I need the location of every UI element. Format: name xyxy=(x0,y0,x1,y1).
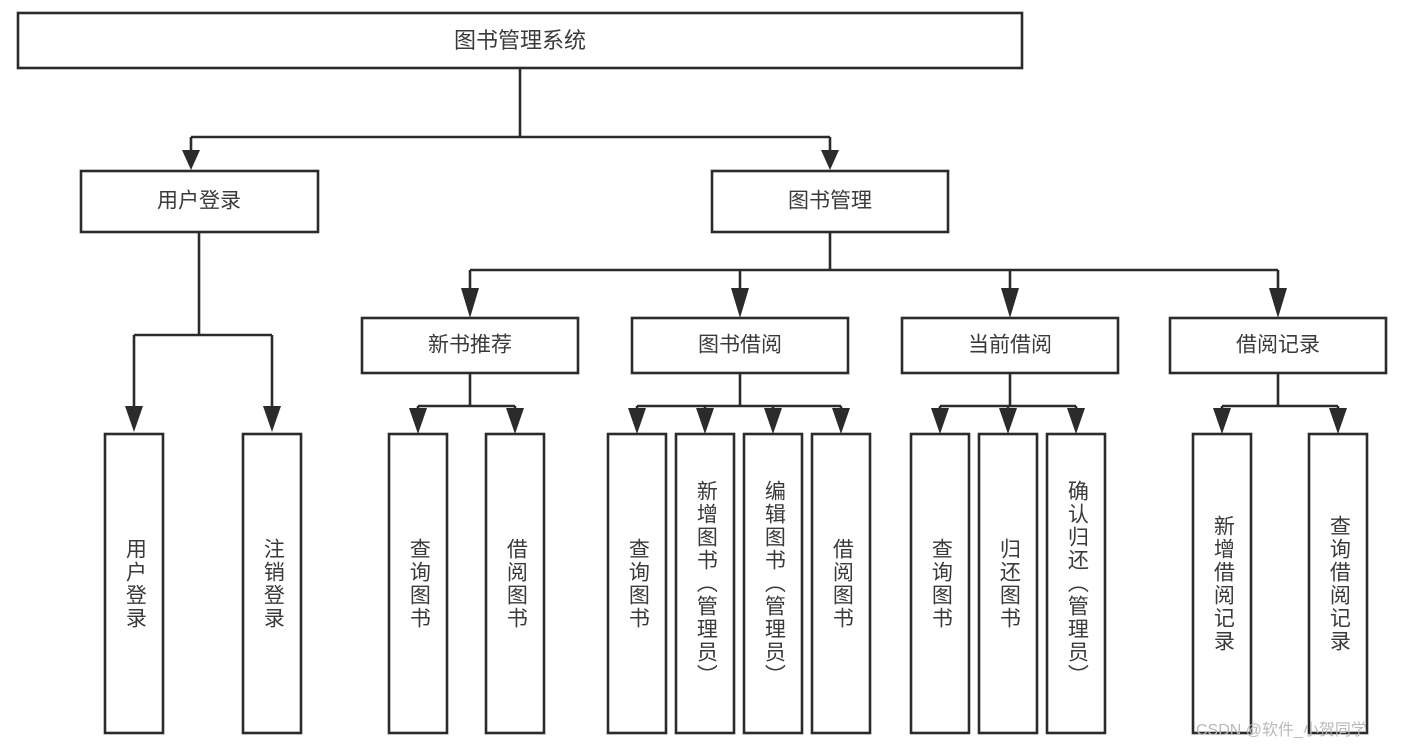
current-borrow-box-rect xyxy=(900,316,1120,375)
arrow-leaf-confirm-return xyxy=(1067,408,1085,434)
node-user-login[interactable]: 用户登录 xyxy=(79,169,320,234)
leaf-box-query-book-1[interactable] xyxy=(387,432,449,735)
node-root[interactable]: 图书管理系统 xyxy=(16,11,1024,70)
book-management-label: 图书管理 xyxy=(788,190,872,213)
leaf-box-return-book[interactable] xyxy=(977,432,1039,735)
leaf-box-add-book[interactable] xyxy=(674,432,736,735)
root-label: 图书管理系统 xyxy=(454,28,586,53)
arrow-current-borrow xyxy=(1001,288,1019,318)
node-current-borrow[interactable]: 当前借阅 xyxy=(900,316,1120,375)
leaf-box-user-login[interactable] xyxy=(103,432,165,735)
user-login-label: 用户登录 xyxy=(157,190,241,213)
arrow-leaf-edit-book xyxy=(764,408,782,434)
node-new-book-recommend[interactable]: 新书推荐 xyxy=(360,316,580,375)
leaf-box-borrow-book-2[interactable] xyxy=(810,432,872,735)
arrow-book-borrow xyxy=(731,288,749,318)
leaf-box-add-record[interactable] xyxy=(1191,432,1253,735)
current-borrow-label: 当前借阅 xyxy=(968,334,1052,357)
arrow-leaf-logout-login xyxy=(263,406,281,432)
arrow-leaf-add-record xyxy=(1213,408,1231,434)
root-box-rect xyxy=(16,11,1024,70)
book-borrow-box-rect xyxy=(630,316,850,375)
arrow-book-management xyxy=(821,150,839,170)
arrow-new-book-recommend xyxy=(461,288,479,318)
book-borrow-label: 图书借阅 xyxy=(698,334,782,357)
new-book-recommend-box-rect xyxy=(360,316,580,375)
leaf-box-confirm-return[interactable] xyxy=(1045,432,1107,735)
node-book-borrow[interactable]: 图书借阅 xyxy=(630,316,850,375)
arrow-user-login xyxy=(182,150,200,170)
arrow-leaf-borrow-book-2 xyxy=(832,408,850,434)
book-management-box-rect xyxy=(710,169,950,234)
arrow-leaf-return-book xyxy=(999,408,1017,434)
leaf-box-edit-book[interactable] xyxy=(742,432,804,735)
arrow-leaf-user-login xyxy=(125,406,143,432)
leaf-box-query-book-2[interactable] xyxy=(606,432,668,735)
leaf-box-query-book-3[interactable] xyxy=(909,432,971,735)
leaf-box-borrow-book-1[interactable] xyxy=(484,432,546,735)
arrow-leaf-query-book-2 xyxy=(628,408,646,434)
borrow-record-label: 借阅记录 xyxy=(1236,334,1320,357)
arrow-leaf-query-book-1 xyxy=(409,408,427,434)
csdn-watermark: CSDN @软件_小贺同学 xyxy=(1196,722,1367,739)
leaf-box-logout-login[interactable] xyxy=(241,432,303,735)
arrow-leaf-query-record xyxy=(1329,408,1347,434)
node-book-management[interactable]: 图书管理 xyxy=(710,169,950,234)
arrow-leaf-add-book xyxy=(696,408,714,434)
arrow-leaf-query-book-3 xyxy=(931,408,949,434)
new-book-recommend-label: 新书推荐 xyxy=(428,334,512,357)
borrow-record-box-rect xyxy=(1168,316,1388,375)
node-borrow-record[interactable]: 借阅记录 xyxy=(1168,316,1388,375)
arrow-borrow-record xyxy=(1269,288,1287,318)
leaf-box-query-record[interactable] xyxy=(1307,432,1369,735)
arrow-leaf-borrow-book-1 xyxy=(506,408,524,434)
